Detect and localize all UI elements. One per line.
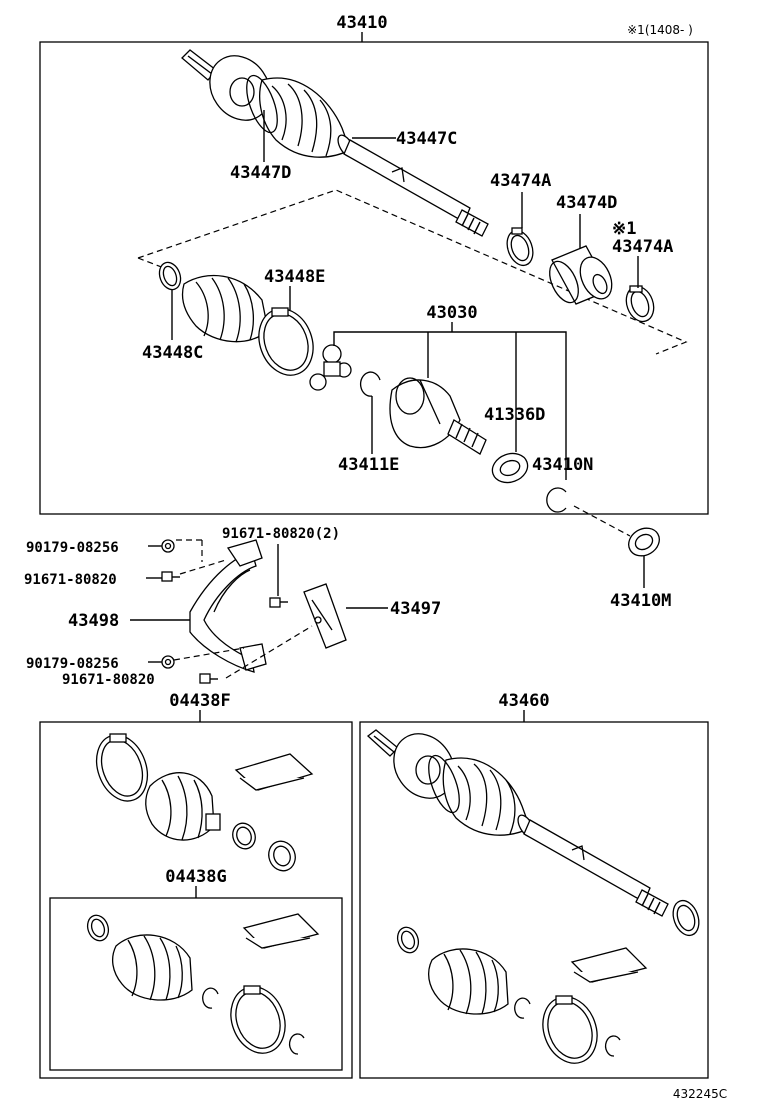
label-43498: 43498 (68, 611, 119, 631)
label-43447D: 43447D (230, 163, 291, 183)
inner-boot (181, 274, 269, 343)
clamp-43448C (158, 261, 182, 291)
label-41336D: 41336D (484, 405, 545, 425)
subgroup-dashed-outline (137, 189, 688, 355)
clamp-43448E (258, 307, 314, 376)
kit-04438G-parts (86, 913, 320, 1055)
bolt-91671-80820-top (161, 571, 180, 582)
footer-code: 432245C (673, 1087, 727, 1101)
label-43474D: 43474D (556, 193, 617, 213)
nut-90179-08256-bot (161, 655, 175, 669)
label-43411E: 43411E (338, 455, 399, 475)
label-43447C: 43447C (396, 129, 457, 149)
bolt-91671-80820-center (269, 597, 288, 608)
note-label: ※1(1408- ) (627, 23, 693, 37)
label-91671-80820-2: 91671-80820(2) (222, 526, 340, 542)
label-43410: 43410 (336, 13, 387, 33)
kit-04438F-frame (39, 721, 353, 1079)
seal-43410M (628, 527, 660, 557)
assembly-43460-frame (359, 721, 709, 1079)
label-91671-80820-bot: 91671-80820 (62, 672, 155, 688)
label-mark-1: ※1 (612, 219, 636, 239)
bracket-43498 (189, 539, 267, 673)
label-43474A-1: 43474A (490, 171, 551, 191)
label-43030: 43030 (426, 303, 477, 323)
label-43497: 43497 (390, 599, 441, 619)
label-43410N: 43410N (532, 455, 593, 475)
label-43474A-2: 43474A (612, 237, 673, 257)
drive-shaft-top (181, 49, 489, 237)
label-04438F: 04438F (169, 691, 230, 711)
label-91671-80820-top: 91671-80820 (24, 572, 117, 588)
label-43448E: 43448E (264, 267, 325, 287)
bearing-41336D (491, 452, 529, 484)
tripod-joint (309, 344, 352, 391)
clamp-43474A-2 (625, 285, 655, 323)
snap-ring-43411E (359, 371, 381, 397)
nut-90179-08256-top (161, 539, 175, 553)
bolt-91671-80820-bot (199, 673, 218, 684)
kit-04438F-parts (95, 733, 314, 872)
label-90179-08256-bot: 90179-08256 (26, 656, 119, 672)
clamp-43474A-1 (506, 227, 534, 267)
damper-43474D (549, 245, 613, 305)
label-43448C: 43448C (142, 343, 203, 363)
label-90179-08256-top: 90179-08256 (26, 540, 119, 556)
inner-joint-housing (389, 377, 487, 455)
drive-shaft-43460 (366, 729, 700, 1064)
label-43410M: 43410M (610, 591, 671, 611)
label-04438G: 04438G (165, 867, 226, 887)
bracket-43497 (303, 583, 347, 649)
label-43460: 43460 (498, 691, 549, 711)
assembly-43410-frame (39, 41, 709, 515)
ring-43410N (546, 487, 567, 513)
